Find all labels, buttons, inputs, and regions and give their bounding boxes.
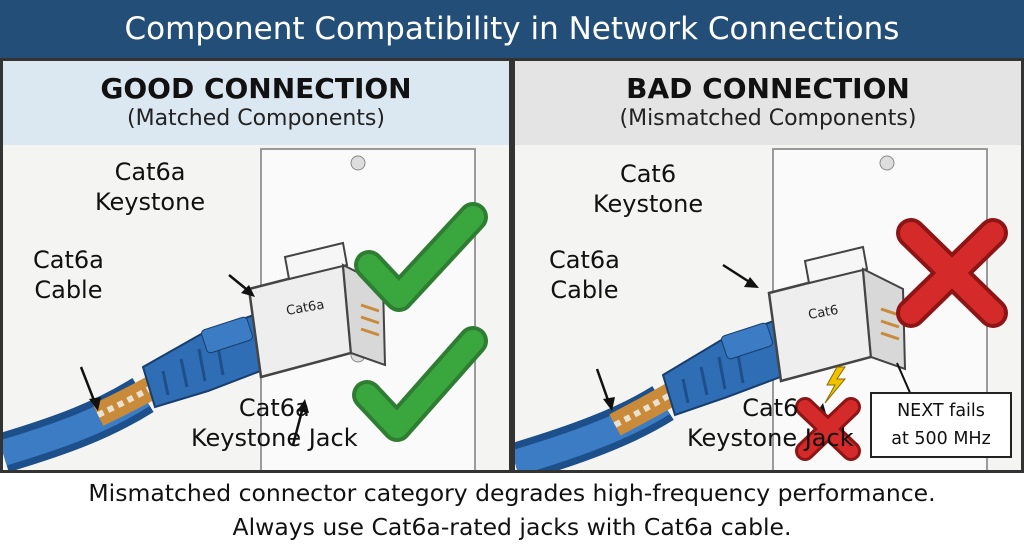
rj45-latch: [721, 322, 773, 360]
jack-marking: Cat6: [807, 303, 840, 323]
bad-jack-label: Cat6 Keystone Jack: [687, 393, 854, 453]
cross-icon-small: [795, 397, 861, 461]
jack-arrow: [291, 406, 305, 446]
keystone-top-cap: [283, 241, 349, 281]
bad-keystone-label-text: Cat6 Keystone: [593, 160, 704, 218]
bad-panel-header: BAD CONNECTION (Mismatched Components): [515, 61, 1021, 145]
plate-screw-top: [350, 155, 366, 171]
bad-cable-label-text: Cat6a Cable: [549, 246, 620, 304]
callout-text: NEXT fails at 500 MHz: [874, 397, 1008, 453]
rj45-latch: [201, 316, 253, 354]
good-panel-header: GOOD CONNECTION (Matched Components): [3, 61, 509, 145]
bad-keystone-label: Cat6 Keystone: [593, 159, 703, 219]
diagram-title: Component Compatibility in Network Conne…: [0, 0, 1024, 58]
keystone-side: [861, 267, 907, 371]
cable-arrow: [595, 368, 611, 404]
bad-cable-label: Cat6a Cable: [549, 245, 620, 305]
bad-panel-title: BAD CONNECTION: [626, 72, 910, 105]
bad-jack-label-text: Cat6 Keystone Jack: [687, 394, 854, 452]
cable-arrow: [79, 366, 97, 404]
bad-connection-illustration: Cat6: [515, 148, 1012, 470]
diagram-caption: Mismatched connector category degrades h…: [0, 476, 1024, 544]
callout-pointer: [896, 362, 912, 396]
good-connection-illustration: Cat6a: [3, 148, 488, 470]
caption-line-1: Mismatched connector category degrades h…: [88, 479, 936, 507]
good-jack-label-text: Cat6a Keystone Jack: [191, 394, 358, 452]
cross-icon-large: [896, 218, 1008, 328]
keystone-arrow: [722, 263, 752, 285]
good-keystone-label-text: Cat6a Keystone: [95, 158, 206, 216]
bad-panel-subtitle: (Mismatched Components): [619, 106, 917, 131]
jack-marking: Cat6a: [285, 298, 325, 319]
good-keystone-label: Cat6a Keystone: [95, 157, 205, 217]
good-cable-label: Cat6a Cable: [33, 245, 104, 305]
good-connection-panel: GOOD CONNECTION (Matched Components) Cat…: [0, 58, 512, 473]
keystone-top-cap: [803, 245, 869, 285]
good-cable-label-text: Cat6a Cable: [33, 246, 104, 304]
callout-text-content: NEXT fails at 500 MHz: [891, 401, 991, 449]
good-panel-title: GOOD CONNECTION: [100, 72, 412, 105]
spark-icon: [824, 366, 847, 404]
good-jack-label: Cat6a Keystone Jack: [191, 393, 358, 453]
callout-box: [870, 392, 1012, 458]
bad-connection-panel: BAD CONNECTION (Mismatched Components) C…: [512, 58, 1024, 473]
good-panel-subtitle: (Matched Components): [127, 106, 385, 131]
caption-line-2: Always use Cat6a-rated jacks with Cat6a …: [232, 513, 792, 541]
plate-screw-top: [879, 155, 895, 171]
